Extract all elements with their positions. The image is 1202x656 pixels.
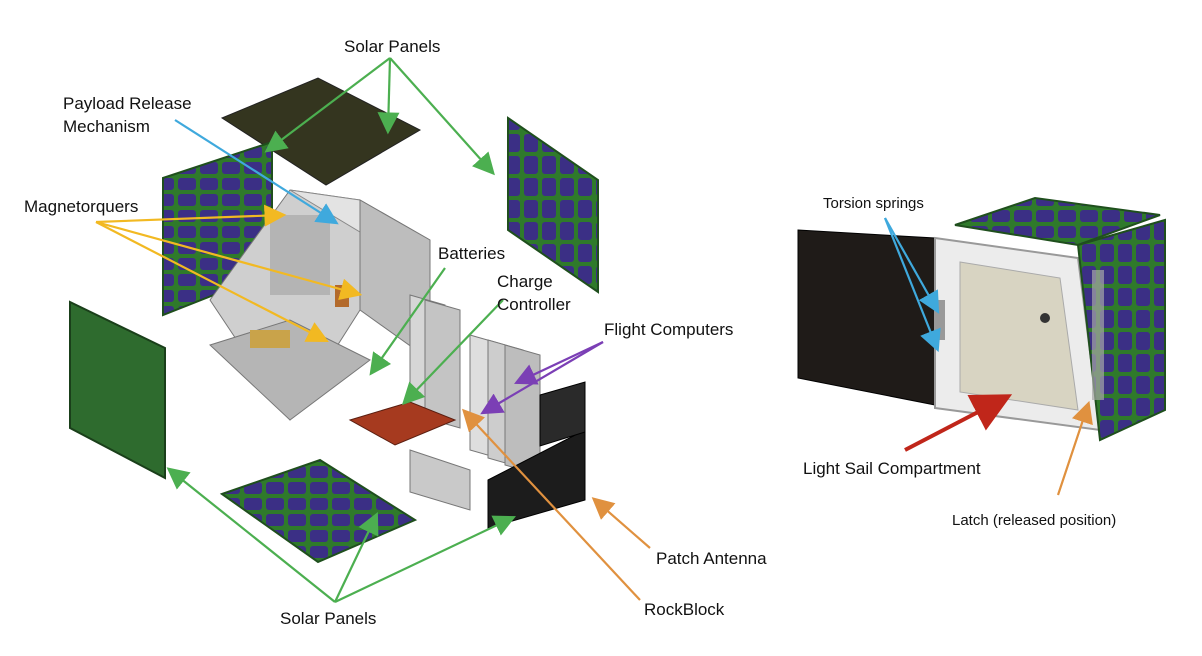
charge-controller-board: [348, 401, 457, 446]
label-batteries: Batteries: [438, 244, 506, 263]
label-charge-controller-1: Charge: [497, 272, 553, 291]
label-solar-panels-bottom: Solar Panels: [280, 609, 377, 628]
label-charge-controller-2: Controller: [497, 295, 571, 314]
leader-lines: [95, 57, 1093, 603]
top-solar-panel: [220, 77, 422, 186]
label-solar-panels-top: Solar Panels: [344, 37, 441, 56]
label-payload-release-2: Mechanism: [63, 117, 150, 136]
bottom-solar-panel: [219, 458, 418, 564]
assembled-cubesat: [797, 196, 1166, 442]
label-flight-computers: Flight Computers: [604, 320, 734, 339]
label-rockblock: RockBlock: [644, 600, 725, 619]
back-panel: [69, 300, 166, 480]
lower-plate: [409, 449, 471, 511]
label-patch-antenna: Patch Antenna: [656, 549, 767, 568]
open-door-panel: [797, 229, 936, 406]
rockblock-panel: [539, 381, 586, 447]
patch-antenna-panel: [487, 429, 586, 529]
top-face: [954, 196, 1161, 247]
right-solar-panel: [507, 116, 599, 294]
label-latch: Latch (released position): [952, 512, 1117, 529]
label-light-sail-compartment: Light Sail Compartment: [803, 459, 981, 478]
label-magnetorquers: Magnetorquers: [24, 197, 139, 216]
interior-cavity: [959, 261, 1079, 411]
label-torsion-springs: Torsion springs: [823, 195, 924, 212]
label-payload-release-1: Payload Release: [63, 94, 192, 113]
